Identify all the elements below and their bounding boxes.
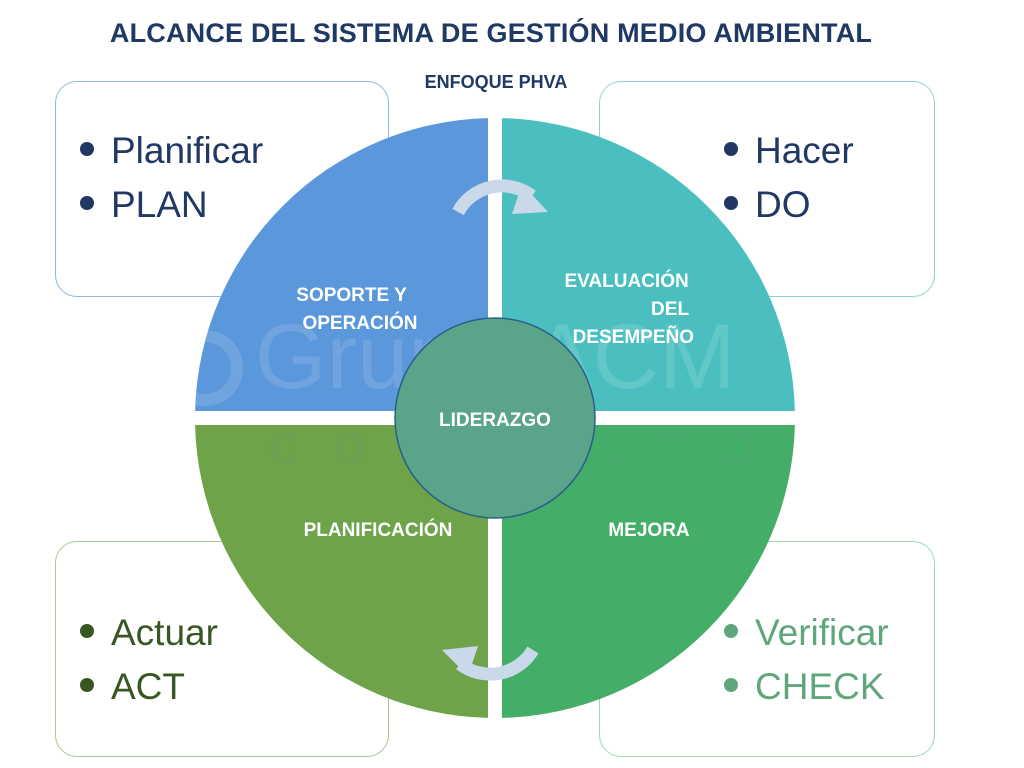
center-label: LIDERAZGO — [439, 410, 551, 431]
bullet-icon — [724, 624, 738, 639]
quadrant-label-bottom-left: PLANIFICACIÓN — [304, 519, 453, 541]
center-circle — [394, 317, 596, 519]
do-label-es: Hacer — [755, 130, 854, 171]
label-line: DEL — [651, 299, 689, 320]
cycle-arrow-bottom-icon — [442, 646, 539, 681]
quadrant-label-top-left: SOPORTE Y OPERACIÓN — [296, 285, 417, 334]
bullet-icon — [80, 142, 94, 157]
plan-label-en: PLAN — [111, 184, 208, 225]
bullet-icon — [724, 196, 738, 211]
list-item: Planificar — [80, 124, 263, 178]
label-line: OPERACIÓN — [302, 312, 417, 334]
act-label-en: ACT — [111, 666, 185, 707]
list-item: DO — [724, 178, 854, 232]
list-item: CHECK — [724, 660, 889, 714]
act-label-es: Actuar — [111, 612, 218, 653]
do-label-en: DO — [755, 184, 811, 225]
label-line: SOPORTE Y — [296, 285, 407, 306]
bullet-icon — [724, 142, 738, 157]
quadrant-bottom-left — [195, 425, 488, 718]
plan-box: Planificar PLAN — [55, 81, 389, 297]
list-item: ACT — [80, 660, 218, 714]
cycle-arrow-top-icon — [452, 179, 548, 216]
quadrant-top-right — [502, 118, 795, 411]
bullet-icon — [80, 624, 94, 639]
check-label-es: Verificar — [755, 612, 889, 653]
check-label-en: CHECK — [755, 666, 885, 707]
plan-label-es: Planificar — [111, 130, 264, 171]
label-line: EVALUACIÓN — [565, 270, 689, 292]
bullet-icon — [724, 678, 738, 693]
diagram-subtitle: ENFOQUE PHVA — [424, 72, 568, 92]
list-item: PLAN — [80, 178, 263, 232]
bullet-icon — [80, 196, 94, 211]
quadrant-label-bottom-right: MEJORA — [608, 520, 690, 541]
list-item: Hacer — [724, 124, 854, 178]
quadrant-top-left — [195, 118, 488, 411]
list-item: Verificar — [724, 606, 889, 660]
quadrant-label-top-right: EVALUACIÓN DEL DESEMPEÑO — [565, 270, 695, 348]
label-line: DESEMPEÑO — [573, 326, 694, 348]
diagram-title: ALCANCE DEL SISTEMA DE GESTIÓN MEDIO AMB… — [109, 18, 873, 48]
quadrant-bottom-right — [502, 425, 795, 718]
list-item: Actuar — [80, 606, 218, 660]
bullet-icon — [80, 678, 94, 693]
